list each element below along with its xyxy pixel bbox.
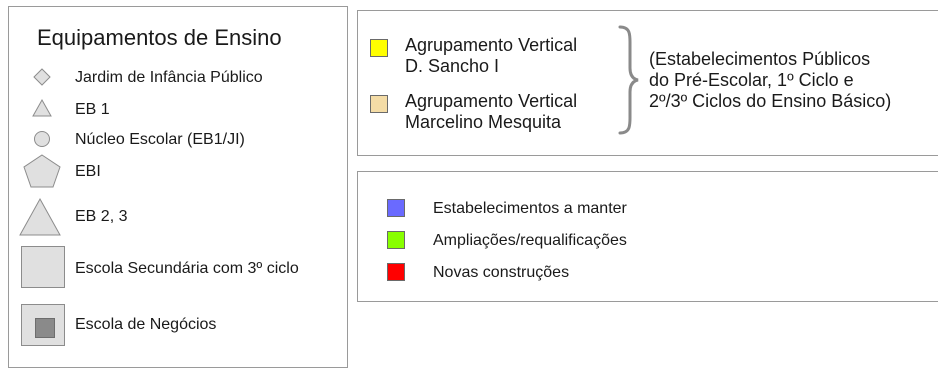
legend-item-secundaria: Escola Secundária com 3º ciclo xyxy=(75,260,299,277)
status-ampliacoes: Ampliações/requalificações xyxy=(433,232,627,249)
equipment-legend-panel: Equipamentos de Ensino Jardim de Infânci… xyxy=(8,6,348,368)
legend-item-eb23: EB 2, 3 xyxy=(75,208,128,225)
status-novas: Novas construções xyxy=(433,264,570,281)
large-triangle-icon xyxy=(19,197,61,236)
note-line1: (Estabelecimentos Públicos xyxy=(649,49,871,69)
swatch-manter xyxy=(387,199,405,217)
note-line3: 2º/3º Ciclos do Ensino Básico) xyxy=(649,91,892,111)
legend-item-jardim: Jardim de Infância Público xyxy=(75,69,263,86)
group-marcelino-line2: Marcelino Mesquita xyxy=(405,112,562,132)
groupings-panel: Agrupamento Vertical D. Sancho I Agrupam… xyxy=(357,10,938,156)
legend-item-eb1: EB 1 xyxy=(75,101,110,118)
group-sancho-line2: D. Sancho I xyxy=(405,56,500,76)
note-line2: do Pré-Escolar, 1º Ciclo e xyxy=(649,70,854,90)
legend-item-ebi: EBI xyxy=(75,163,101,180)
curly-brace-icon xyxy=(617,24,641,141)
swatch-marcelino xyxy=(370,95,388,113)
legend-item-negocios: Escola de Negócios xyxy=(75,316,217,333)
swatch-novas xyxy=(387,263,405,281)
large-square-icon xyxy=(21,246,65,288)
status-manter: Estabelecimentos a manter xyxy=(433,200,627,217)
group-sancho-line1: Agrupamento Vertical xyxy=(405,35,578,55)
framed-square-icon xyxy=(21,304,65,346)
diamond-icon xyxy=(33,68,51,86)
legend-title: Equipamentos de Ensino xyxy=(37,25,282,50)
inner-square-icon xyxy=(35,318,55,338)
pentagon-icon xyxy=(23,154,61,188)
swatch-sancho xyxy=(370,39,388,57)
circle-icon xyxy=(34,131,50,147)
legend-item-nucleo: Núcleo Escolar (EB1/JI) xyxy=(75,131,245,148)
swatch-ampliacoes xyxy=(387,231,405,249)
status-legend-panel: Estabelecimentos a manter Ampliações/req… xyxy=(357,171,938,302)
group-marcelino-line1: Agrupamento Vertical xyxy=(405,91,578,111)
small-triangle-icon xyxy=(32,98,52,117)
